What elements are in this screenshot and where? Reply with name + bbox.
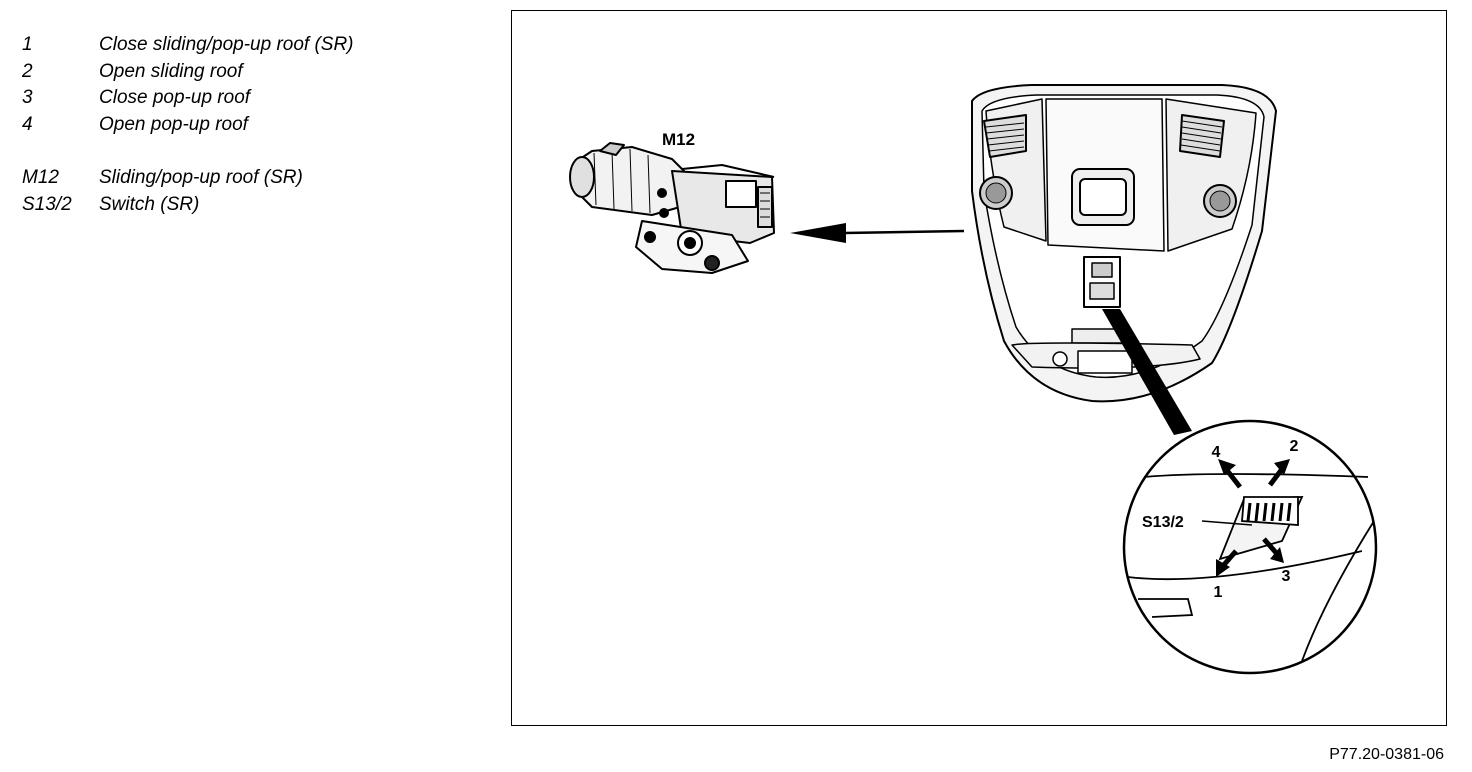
figure-id: P77.20-0381-06 — [1329, 746, 1444, 763]
motor-label: M12 — [662, 130, 695, 149]
legend-text: Sliding/pop-up roof (SR) — [99, 167, 303, 189]
legend-item: 4 Open pop-up roof — [22, 112, 492, 139]
connection-arrow — [790, 223, 965, 243]
overhead-console — [971, 84, 1277, 403]
switch-detail — [1122, 419, 1378, 675]
legend-text: Close sliding/pop-up roof (SR) — [99, 34, 354, 56]
legend-spacer — [22, 138, 492, 165]
legend-component: M12 Sliding/pop-up roof (SR) — [22, 165, 492, 192]
legend-text: Open sliding roof — [99, 60, 243, 82]
arrow-label-3: 3 — [1282, 568, 1291, 585]
arrow-label-2: 2 — [1290, 438, 1299, 455]
legend-key: 1 — [22, 34, 33, 56]
legend-key: 2 — [22, 60, 33, 82]
legend-text: Open pop-up roof — [99, 113, 248, 135]
legend-item: 1 Close sliding/pop-up roof (SR) — [22, 32, 492, 59]
legend-key: M12 — [22, 167, 59, 189]
legend-key: S13/2 — [22, 193, 72, 215]
magnifier-leader — [1102, 309, 1192, 435]
legend-item: 3 Close pop-up roof — [22, 85, 492, 112]
legend-text: Close pop-up roof — [99, 87, 251, 109]
switch-label: S13/2 — [1142, 514, 1184, 531]
legend: 1 Close sliding/pop-up roof (SR) 2 Open … — [22, 32, 492, 218]
diagram-canvas: M12 — [569, 84, 1378, 675]
diagram-frame: M12 — [511, 10, 1447, 726]
legend-key: 3 — [22, 87, 33, 109]
legend-item: 2 Open sliding roof — [22, 59, 492, 86]
motor-m12 — [569, 142, 775, 274]
legend-text: Switch (SR) — [99, 193, 200, 215]
legend-key: 4 — [22, 113, 33, 135]
legend-component: S13/2 Switch (SR) — [22, 192, 492, 219]
arrow-label-1-upper: 1 — [1214, 584, 1223, 601]
arrow-label-4: 4 — [1212, 444, 1221, 461]
